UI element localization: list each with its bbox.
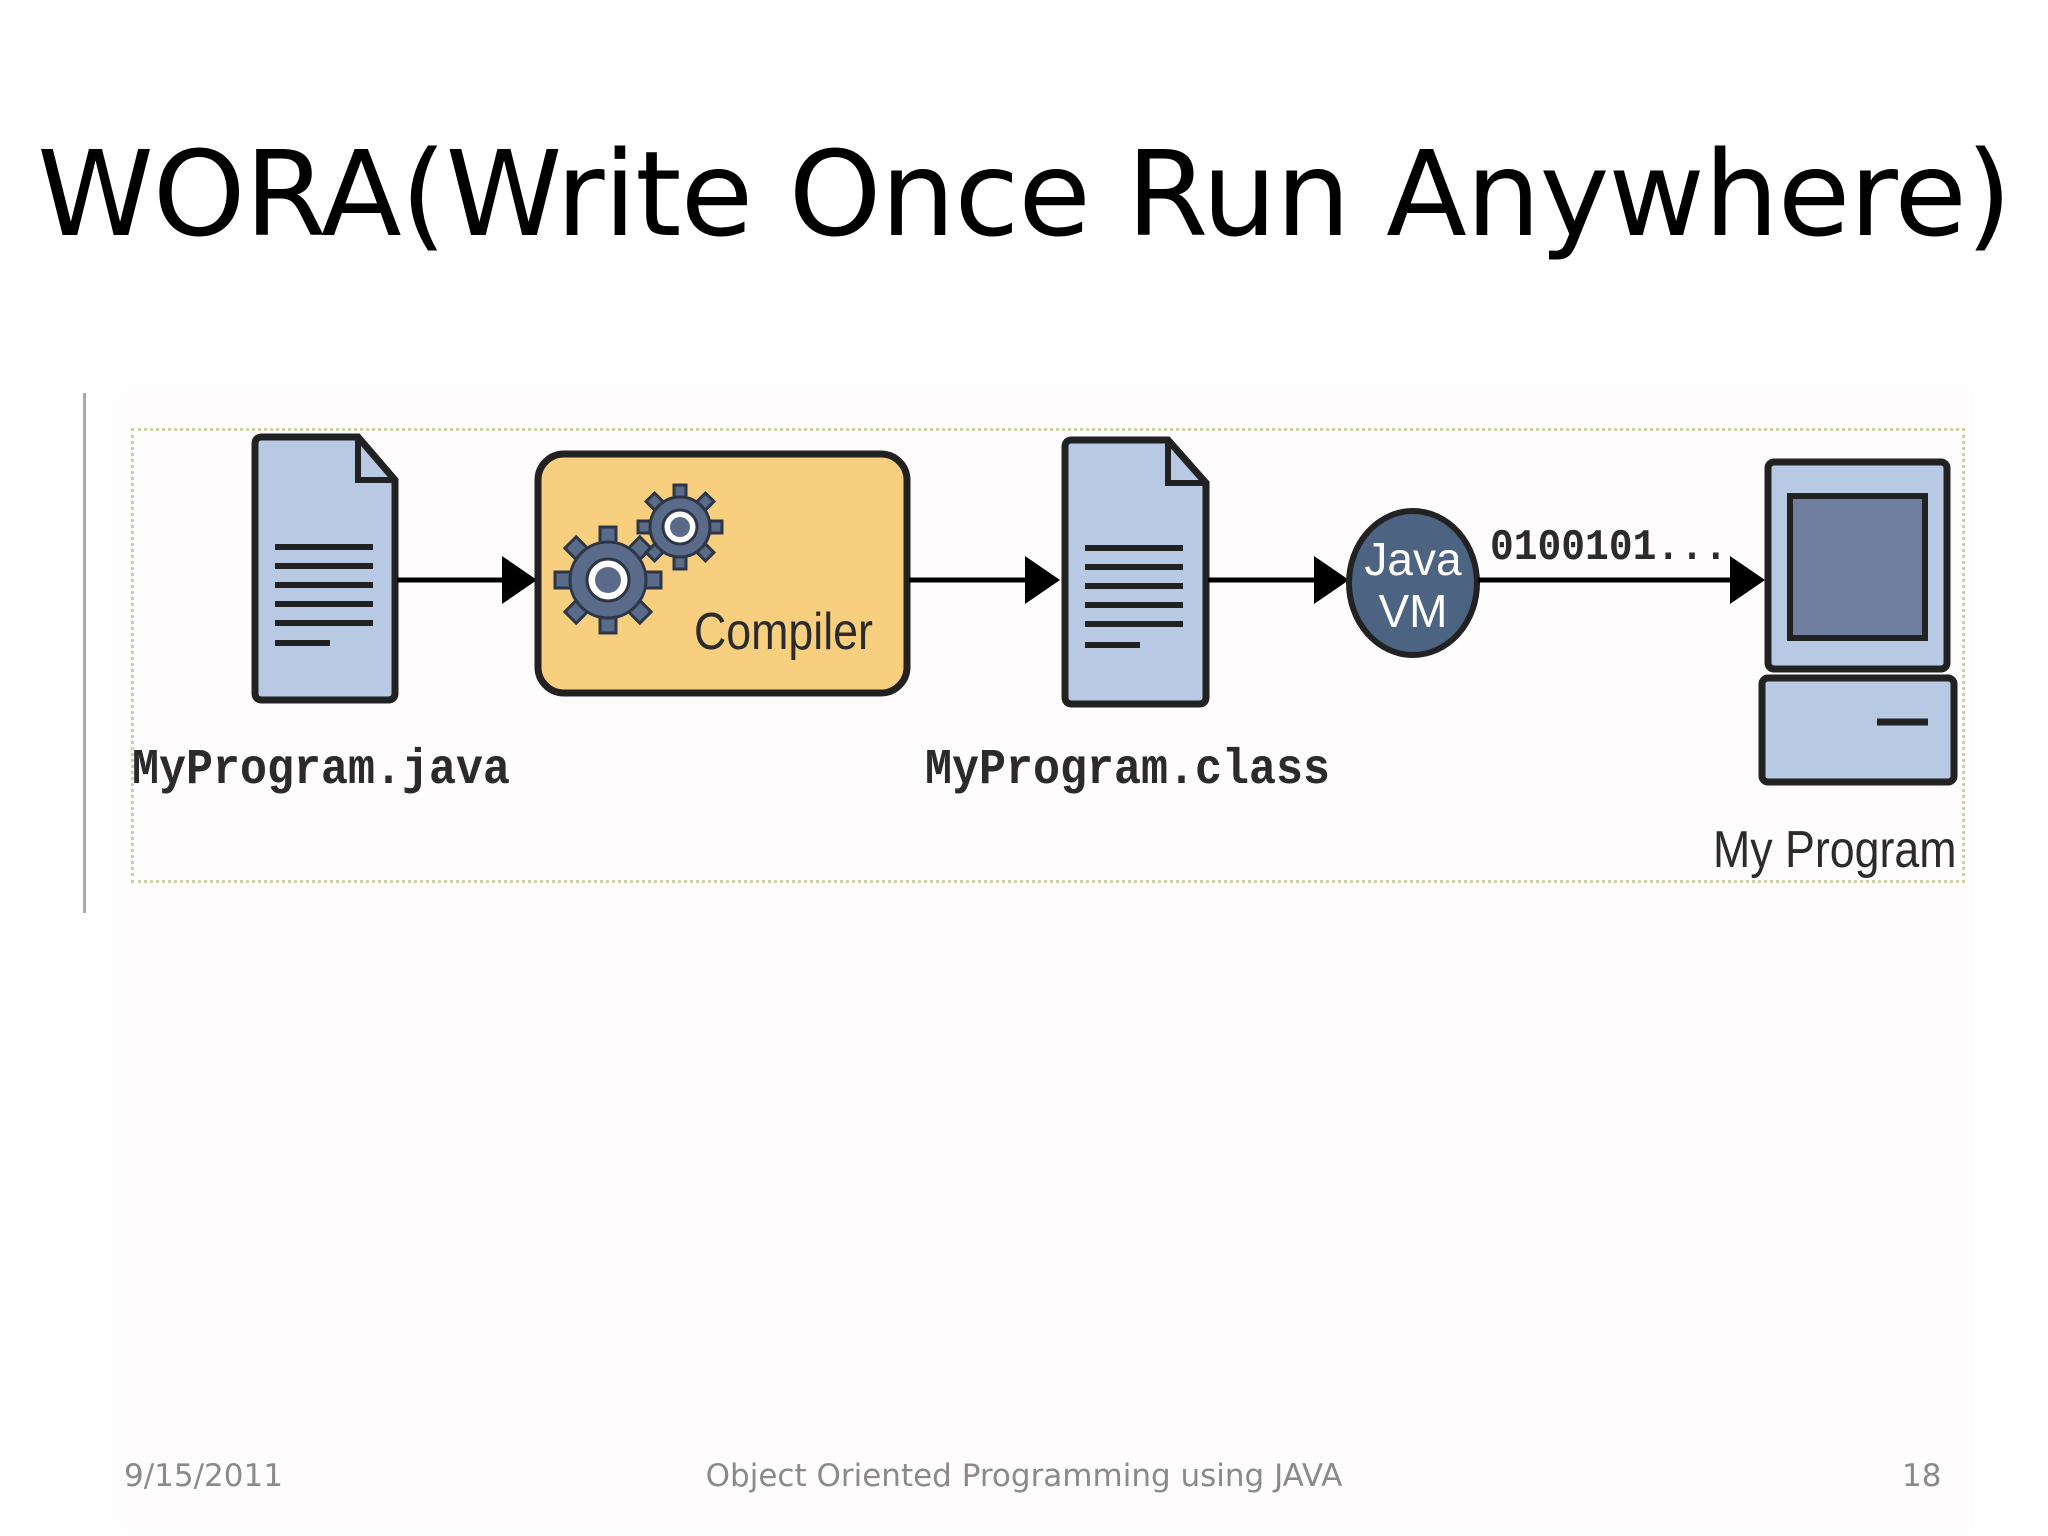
jvm-label-line2: VM <box>1378 585 1448 637</box>
diagram-frame <box>131 428 1965 883</box>
source-file-icon <box>251 433 399 704</box>
jvm-label-line1: Java <box>1364 533 1462 585</box>
footer-course-title: Object Oriented Programming using JAVA <box>705 1458 1343 1494</box>
gears-icon <box>553 483 724 635</box>
bytecode-label: 0100101... <box>1490 523 1728 573</box>
footer-date: 9/15/2011 <box>124 1458 283 1494</box>
footer-page-number: 18 <box>1902 1458 1942 1494</box>
class-file-label: MyProgram.class <box>925 742 1331 799</box>
arrowhead <box>1314 556 1349 604</box>
source-file-label: MyProgram.java <box>132 742 511 799</box>
output-program-label: My Program <box>1713 821 1957 879</box>
arrowhead <box>1025 556 1060 604</box>
compiler-label: Compiler <box>694 603 873 661</box>
computer-icon <box>1758 458 1958 786</box>
left-rule <box>83 393 86 913</box>
jvm-circle <box>1346 508 1480 658</box>
arrowhead <box>1730 556 1765 604</box>
class-file-icon <box>1061 436 1210 708</box>
slide-title: WORA(Write Once Run Anywhere) <box>37 125 2012 263</box>
jvm-label: Java VM <box>1348 533 1478 637</box>
compiler-box <box>534 450 911 697</box>
arrowhead <box>502 556 537 604</box>
